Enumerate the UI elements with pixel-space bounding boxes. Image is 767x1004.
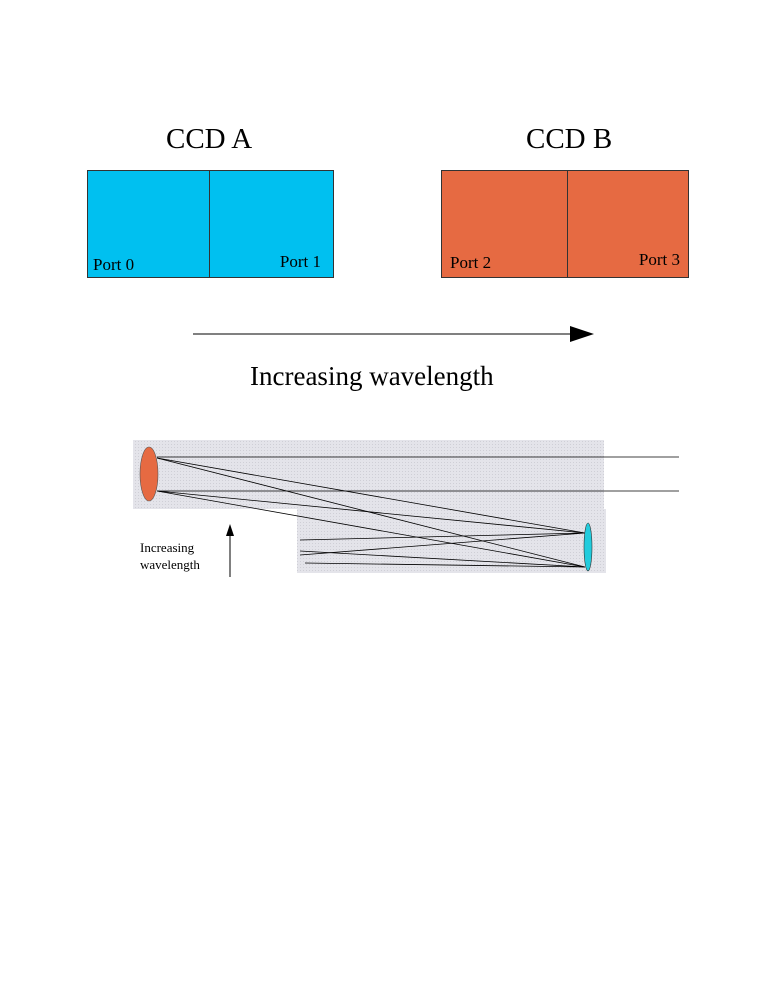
ccd-a-block: Port 0 Port 1	[87, 170, 334, 278]
port-3-label: Port 3	[638, 250, 680, 269]
ray-lines	[156, 456, 679, 568]
ccd-b-block: Port 2 Port 3	[441, 170, 689, 278]
ccd-b-divider	[567, 171, 568, 277]
upper-shaded-region	[133, 440, 604, 509]
mirror-ellipse	[139, 446, 159, 502]
small-wavelength-label: Increasing wavelength	[140, 539, 200, 573]
ccd-a-divider	[209, 171, 210, 277]
port-1-label: Port 1	[279, 252, 321, 271]
small-wavelength-arrow	[226, 524, 234, 577]
small-wavelength-label-line2: wavelength	[140, 557, 200, 572]
port-2-label: Port 2	[450, 253, 492, 272]
increasing-wavelength-label: Increasing wavelength	[250, 361, 494, 391]
lens-ellipse	[583, 522, 593, 572]
small-wavelength-label-line1: Increasing	[140, 540, 195, 555]
ccd-b-title: CCD B	[526, 123, 613, 155]
wavelength-arrow	[193, 326, 594, 342]
ccd-a-title: CCD A	[166, 123, 253, 155]
port-0-label: Port 0	[93, 255, 135, 274]
